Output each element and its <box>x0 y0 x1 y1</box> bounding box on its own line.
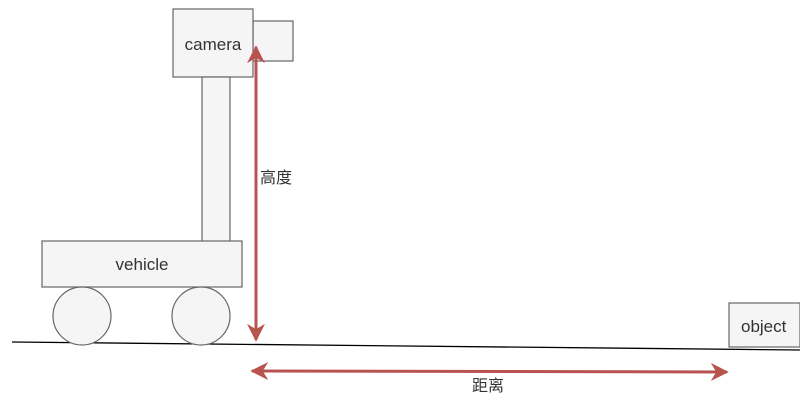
ground-line <box>11 341 800 351</box>
vehicle-rear-wheel <box>171 286 231 346</box>
distance-arrow <box>250 362 729 381</box>
object-label: object <box>741 317 787 336</box>
vehicle-front-wheel <box>52 286 112 346</box>
distance-label: 距离 <box>472 377 504 395</box>
vehicle-label: vehicle <box>116 255 169 274</box>
height-label: 高度 <box>260 169 292 187</box>
mast-pole <box>201 76 231 243</box>
object-box <box>728 302 800 348</box>
camera-lens-box <box>252 20 294 62</box>
camera-body-box <box>172 8 254 78</box>
camera-label: camera <box>185 35 242 54</box>
vehicle-body-box <box>41 240 243 288</box>
